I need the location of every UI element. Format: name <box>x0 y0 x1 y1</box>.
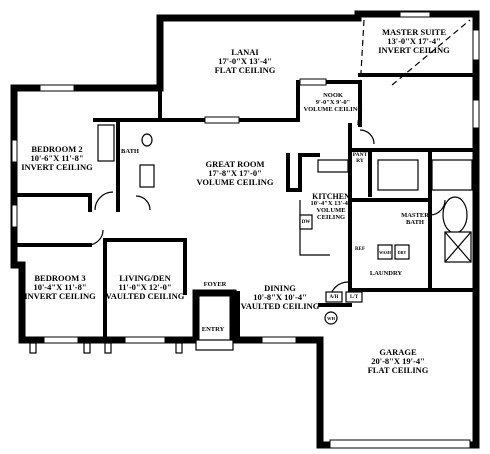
bath2-fixtures <box>97 124 155 188</box>
lt-label: L/T <box>346 294 362 301</box>
lt-text: L/T <box>349 295 359 300</box>
lanai-ceiling: FLAT CEILING <box>214 65 276 75</box>
lanai-name: LANAI <box>231 47 259 57</box>
nook-size: 9'-0"x 9'-0" <box>315 99 351 106</box>
porch-columns <box>29 342 183 354</box>
foyer-text: FOYER <box>203 281 227 288</box>
dw-label: DW <box>300 219 312 226</box>
great-room-size: 17'-8"x 17'-0" <box>208 168 262 178</box>
garage-size: 20'-8"x 19'-4" <box>371 356 425 366</box>
kitchen-ceiling-2: CEILING <box>316 214 346 221</box>
wh-text: WH <box>326 316 335 321</box>
dw-text: DW <box>301 220 311 225</box>
kitchen-name: KITCHEN <box>312 192 350 201</box>
garage-name: GARAGE <box>379 347 417 357</box>
bath-label: BATH <box>118 148 142 155</box>
bedroom2-ceiling: INVERT CEILING <box>21 162 93 172</box>
living-den-name: LIVING/DEN <box>119 273 171 283</box>
dining-ceiling: VAULTED CEILING <box>240 301 320 311</box>
lanai-screen <box>160 19 471 126</box>
lanai-size: 17'-0"x 13'-4" <box>218 56 272 66</box>
exterior-walls <box>10 10 480 449</box>
room-label-dining: DINING 10'-8"x 10'-4" VAULTED CEILING <box>235 284 325 311</box>
master-bath-text-2: BATH <box>406 219 424 226</box>
laundry-text: LAUNDRY <box>369 270 403 277</box>
ref-label: REF <box>352 246 368 253</box>
wh-label: WH <box>325 315 337 322</box>
great-room-ceiling: VOLUME CEILING <box>196 177 274 187</box>
bedroom2-name: BEDROOM 2 <box>31 144 83 154</box>
room-label-living-den: LIVING/DEN 11'-0"x 12'-0" VAULTED CEILIN… <box>105 274 185 301</box>
master-suite-ceiling: INVERT CEILING <box>378 45 450 55</box>
laundry-fixtures <box>377 244 410 260</box>
ref-text: REF <box>355 247 365 252</box>
room-label-master-suite: MASTER SUITE 13'-0"x 17'-4" INVERT CEILI… <box>364 28 464 55</box>
dry-label: DRY <box>395 249 409 256</box>
dining-name: DINING <box>264 283 296 293</box>
bedroom3-size: 10'-4"x 11'-8" <box>33 282 87 292</box>
master-bath-fixtures <box>377 159 473 263</box>
laundry-label: LAUNDRY <box>366 270 406 277</box>
living-den-size: 11'-0"x 12'-0" <box>118 282 172 292</box>
great-room-name: GREAT ROOM <box>205 159 265 169</box>
ah-text: A/H <box>329 295 339 300</box>
kitchen-counters <box>299 159 349 256</box>
interior-walls <box>12 73 478 342</box>
room-label-great-room: GREAT ROOM 17'-8"x 17'-0" VOLUME CEILING <box>185 160 285 187</box>
pantry-text: PANTRY <box>352 152 368 164</box>
master-suite-size: 13'-0"x 17'-4" <box>387 36 441 46</box>
master-suite-name: MASTER SUITE <box>381 27 446 37</box>
room-label-bedroom-2: BEDROOM 2 10'-6"x 11'-8" INVERT CEILING <box>18 145 96 172</box>
windows <box>11 11 480 344</box>
master-bath-text-1: MASTER <box>401 212 429 219</box>
dry-text: DRY <box>397 250 407 255</box>
foyer-label: FOYER <box>198 281 232 288</box>
room-label-nook: NOOK 9'-0"x 9'-0" VOLUME CEILING <box>298 92 368 113</box>
dining-size: 10'-8"x 10'-4" <box>253 292 307 302</box>
entry-steps <box>195 339 234 351</box>
garage-ceiling: FLAT CEILING <box>367 365 429 375</box>
entry-label: ENTRY <box>196 326 230 333</box>
garage-door <box>329 439 471 449</box>
master-bath-label: MASTER BATH <box>398 212 432 226</box>
kitchen-size: 10'-4"x 13'-4" <box>310 200 352 207</box>
living-den-ceiling: VAULTED CEILING <box>105 291 185 301</box>
kitchen-ceiling-1: VOLUME <box>316 207 346 214</box>
nook-ceiling: VOLUME CEILING <box>303 106 363 113</box>
entry-text: ENTRY <box>201 326 225 333</box>
room-label-bedroom-3: BEDROOM 3 10'-4"x 11'-8" INVERT CEILING <box>18 274 102 301</box>
bedroom3-ceiling: INVERT CEILING <box>24 291 96 301</box>
bath-text: BATH <box>121 148 139 155</box>
nook-name: NOOK <box>323 92 343 99</box>
ah-label: A/H <box>326 294 342 301</box>
room-label-kitchen: KITCHEN 10'-4"x 13'-4" VOLUME CEILING <box>306 192 356 222</box>
wash-text: WASH <box>379 250 391 255</box>
wash-label: WASH <box>378 249 392 256</box>
utility-markers <box>324 291 363 325</box>
room-label-garage: GARAGE 20'-8"x 19'-4" FLAT CEILING <box>348 348 448 375</box>
bedroom3-name: BEDROOM 3 <box>34 273 86 283</box>
bedroom2-size: 10'-6"x 11'-8" <box>30 153 84 163</box>
room-label-lanai: LANAI 17'-0"x 13'-4" FLAT CEILING <box>195 48 295 75</box>
pantry-label: PANTRY <box>352 152 368 164</box>
